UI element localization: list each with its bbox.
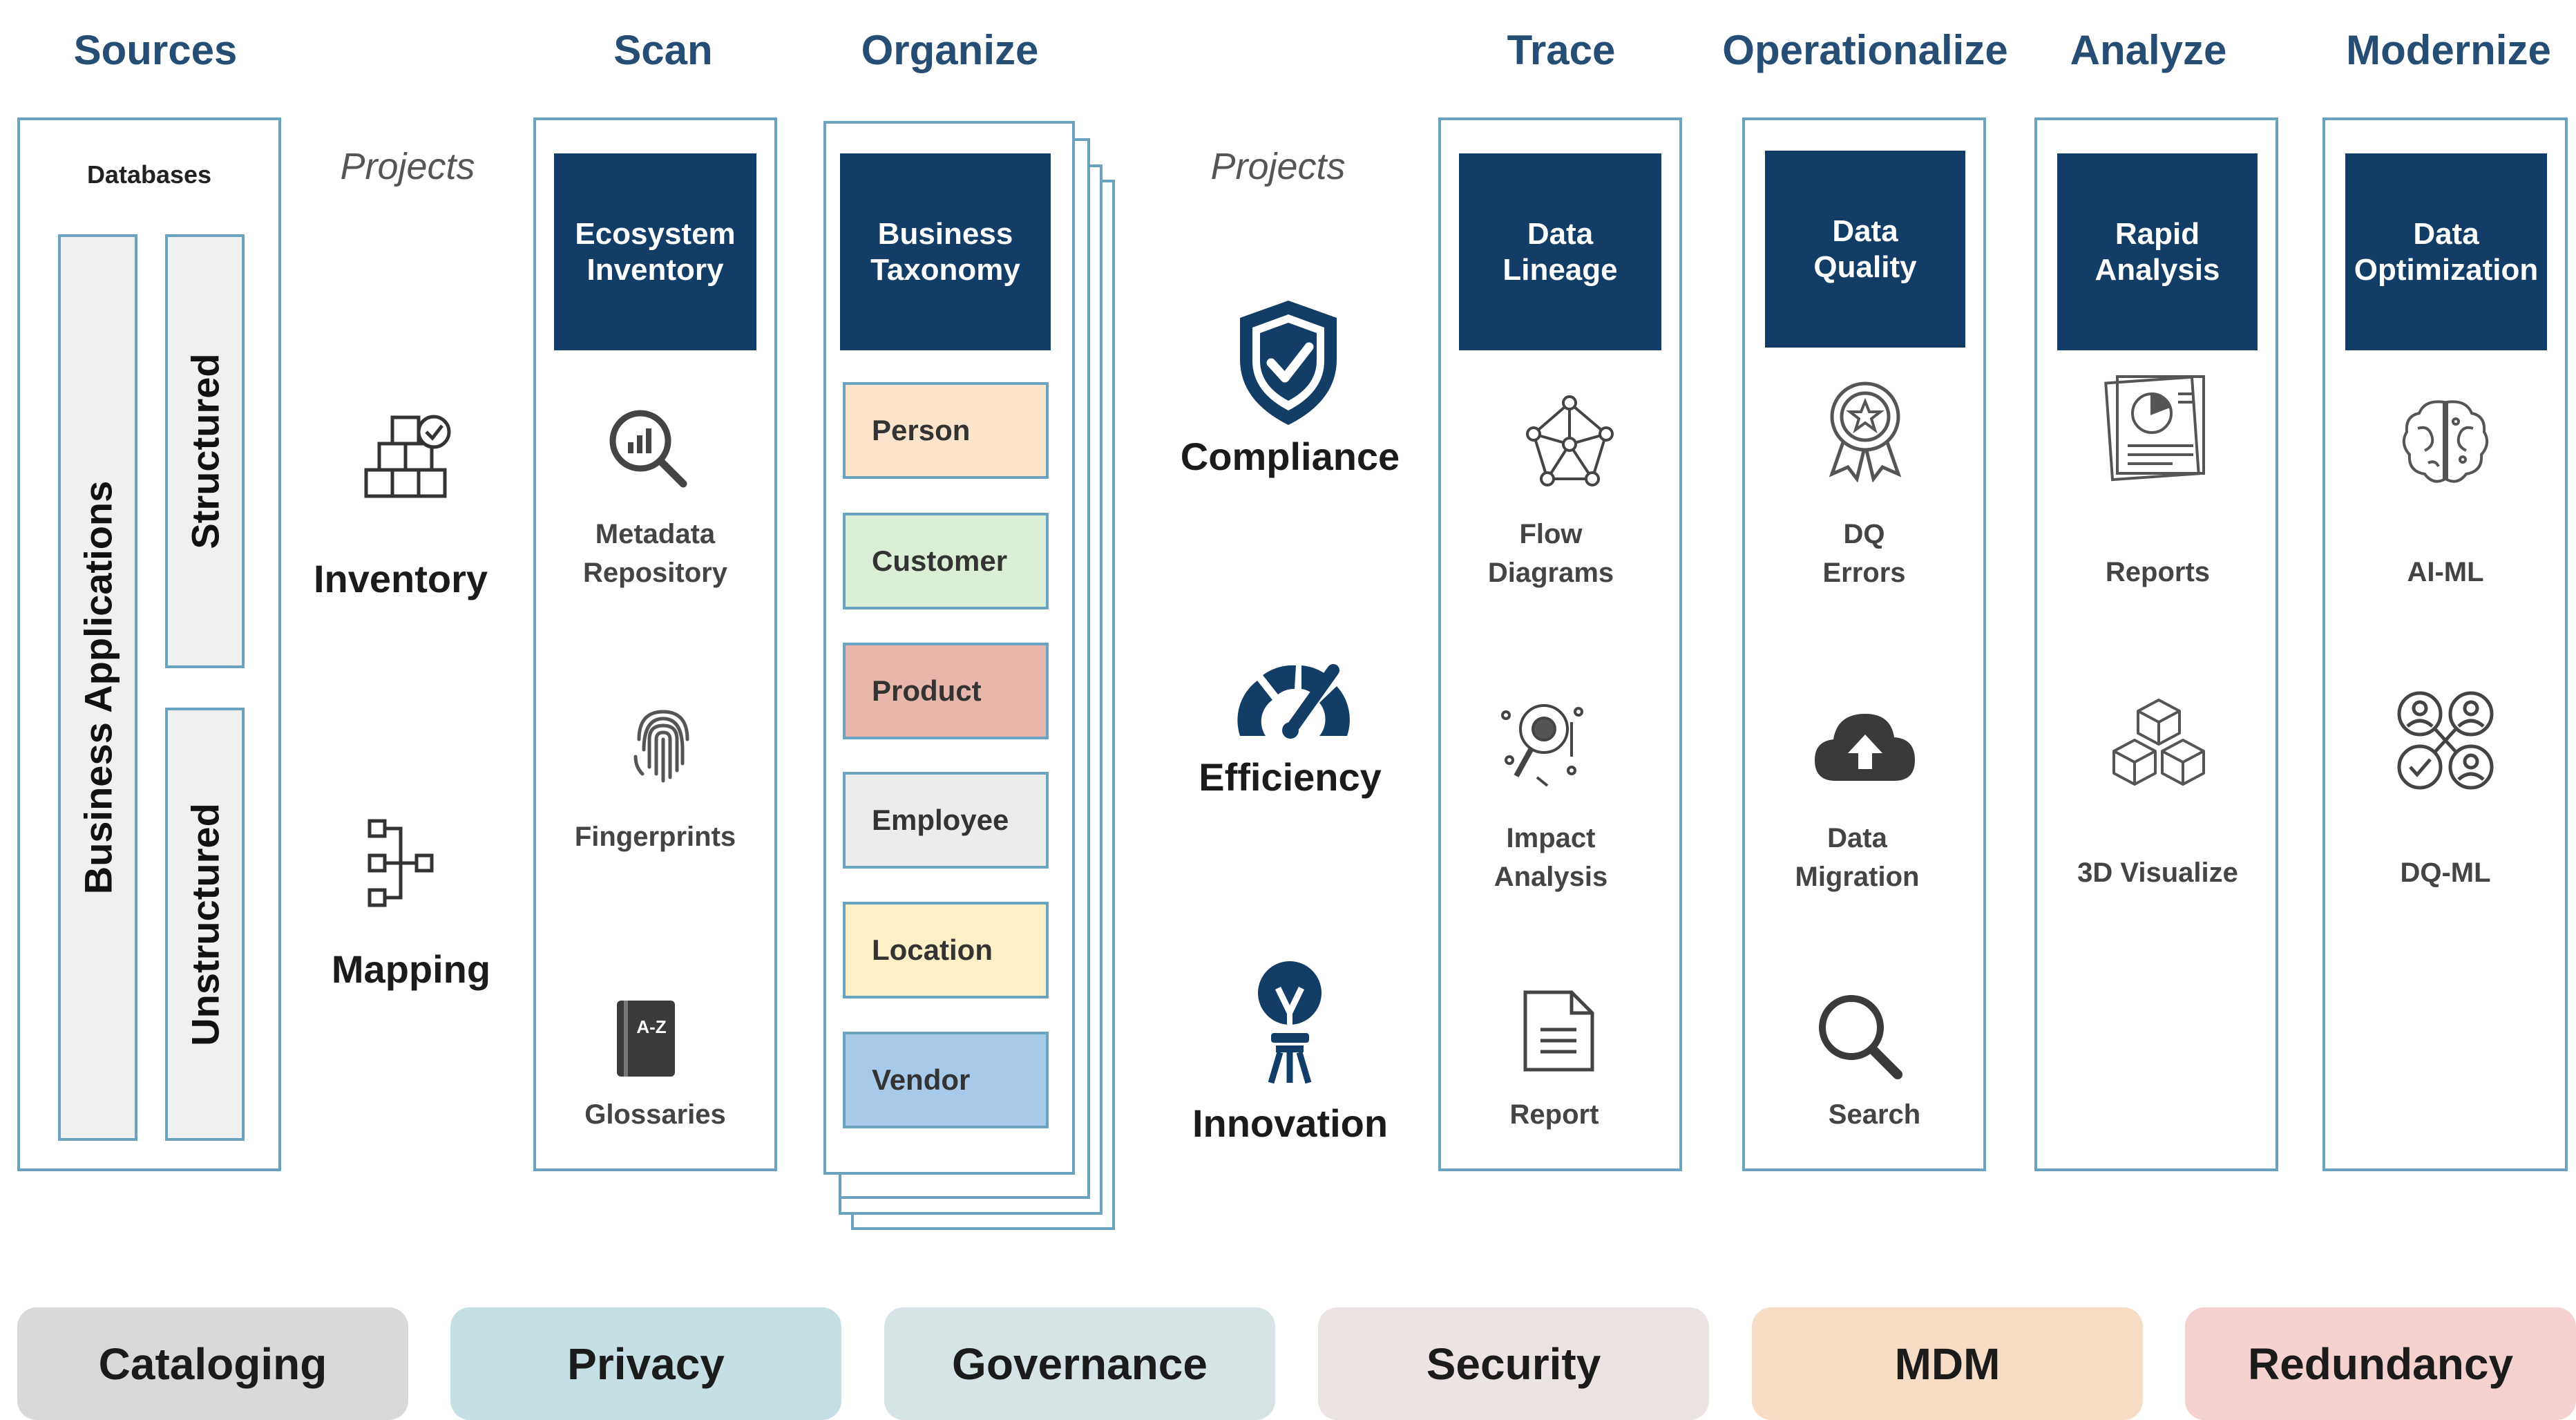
header-modernize: Modernize [2346,27,2551,73]
lightbulb-icon [1254,957,1326,1088]
rapid-analysis-line1: Rapid [2115,216,2200,251]
reports-label: Reports [2105,557,2211,587]
sources-panel: Databases Business Applications Structur… [17,117,281,1171]
business-taxonomy-line2: Taxonomy [870,252,1020,287]
report-label: Report [1509,1099,1599,1130]
compliance-label: Compliance [1180,435,1400,478]
people-network-icon [2394,688,2497,795]
taxonomy-item-customer: Customer [843,513,1049,609]
pill-redundancy: Redundancy [2185,1307,2576,1420]
award-badge-icon [1817,379,1914,483]
business-applications-label: Business Applications [76,480,120,895]
ecosystem-inventory-line1: Ecosystem [575,216,736,251]
databases-label: Databases [86,160,212,189]
unstructured-box: Unstructured [165,708,245,1141]
cloud-upload-icon [1811,708,1918,784]
reports-chart-icon [2103,373,2211,484]
data-quality-line1: Data [1832,214,1898,248]
pill-mdm: MDM [1752,1307,2143,1420]
mapping-tree-icon [363,815,446,912]
metadata-search-icon [606,406,692,489]
structured-label: Structured [183,353,227,549]
pill-cataloging: Cataloging [17,1307,408,1420]
rapid-analysis-line2: Analysis [2095,252,2220,287]
ecosystem-inventory-line2: Inventory [586,252,724,287]
header-scan: Scan [613,27,713,73]
fingerprint-icon [629,701,698,788]
taxonomy-item-location: Location [843,902,1049,998]
data-optimization-line1: Data [2413,216,2479,251]
efficiency-label: Efficiency [1199,755,1382,799]
inventory-boxes-icon [359,404,456,511]
search-icon [1813,992,1907,1081]
svg-text:A-Z: A-Z [636,1016,666,1037]
business-taxonomy-line1: Business [877,216,1013,251]
shield-check-icon [1233,297,1344,428]
pill-privacy: Privacy [450,1307,841,1420]
mapping-label: Mapping [331,947,491,991]
ai-ml-label: AI-ML [2407,557,2484,587]
structured-box: Structured [165,234,245,668]
fingerprints-label: Fingerprints [574,822,736,852]
taxonomy-item-employee: Employee [843,772,1049,869]
inventory-label: Inventory [313,557,488,600]
dq-ml-label: DQ-ML [2400,858,2491,888]
glossary-book-icon: A-Z [611,995,680,1081]
innovation-label: Innovation [1192,1101,1389,1145]
projects-label-middle: Projects [1210,146,1346,187]
brain-icon [2397,394,2494,491]
projects-label-left: Projects [340,146,475,187]
taxonomy-item-vendor: Vendor [843,1032,1049,1128]
report-document-icon [1520,987,1599,1077]
impact-analysis-icon [1496,694,1589,791]
data-lineage-line1: Data [1527,216,1594,251]
header-organize: Organize [861,27,1039,73]
search-label: Search [1828,1099,1921,1130]
speedometer-icon [1230,653,1351,743]
pill-governance: Governance [884,1307,1275,1420]
header-operationalize: Operationalize [1722,27,2008,73]
header-trace: Trace [1507,27,1616,73]
taxonomy-item-product: Product [843,643,1049,739]
unstructured-label: Unstructured [183,802,227,1046]
flow-diagram-icon [1520,392,1620,496]
data-optimization-line2: Optimization [2354,252,2539,287]
3d-visualize-label: 3D Visualize [2077,858,2238,888]
business-applications-box: Business Applications [58,234,137,1141]
glossaries-label: Glossaries [584,1099,726,1130]
cubes-icon [2107,694,2211,798]
pill-security: Security [1318,1307,1709,1420]
header-sources: Sources [73,27,238,73]
taxonomy-item-person: Person [843,382,1049,479]
data-lineage-line2: Lineage [1502,252,1618,287]
header-analyze: Analyze [2070,27,2227,73]
data-quality-line2: Quality [1813,249,1917,284]
